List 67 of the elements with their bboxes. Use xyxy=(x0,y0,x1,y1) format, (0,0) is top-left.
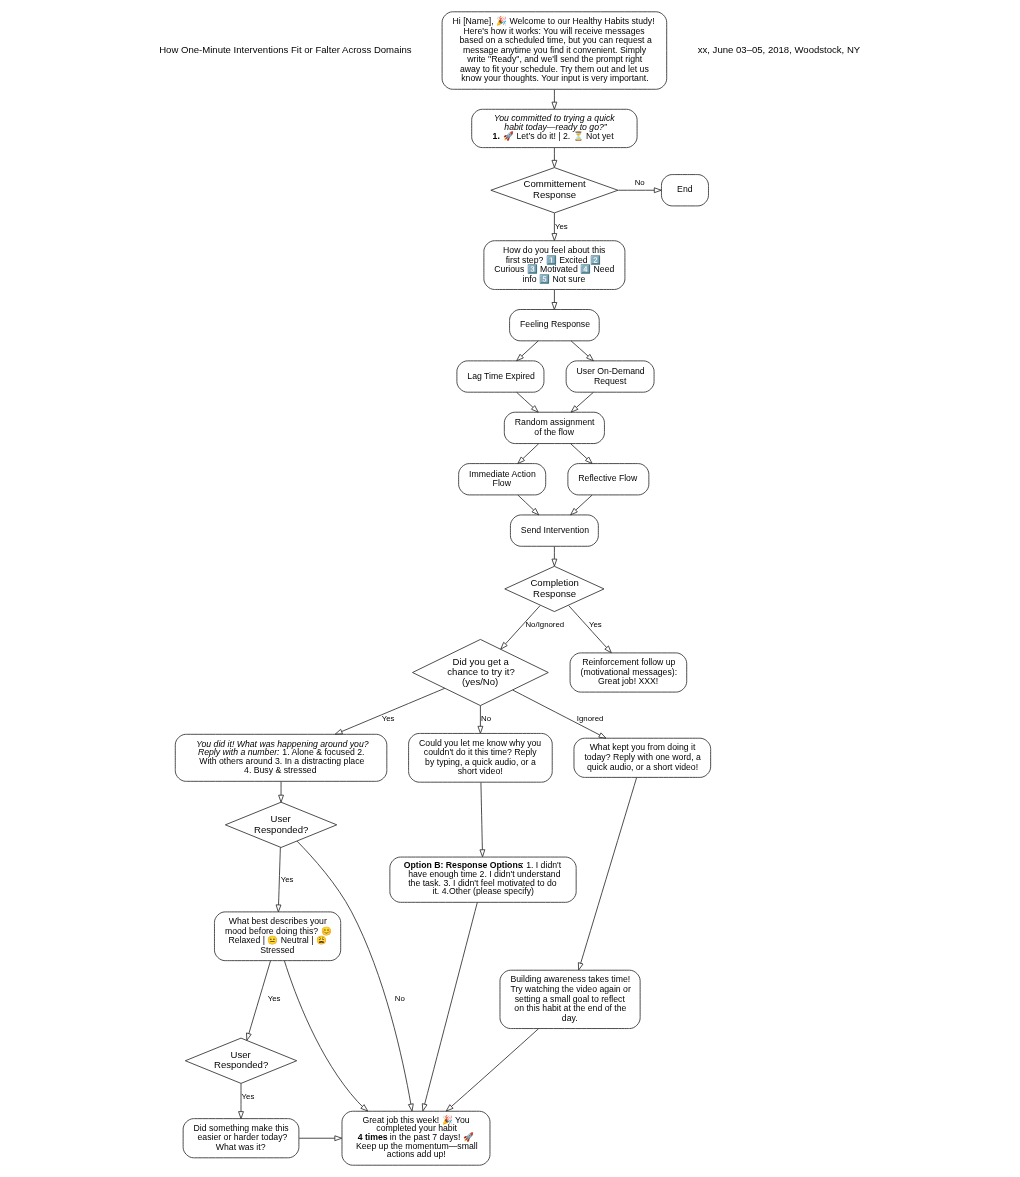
edge-label: Yes xyxy=(554,221,568,231)
arrow xyxy=(551,212,558,241)
arrow xyxy=(298,1135,343,1142)
edge-label: Yes xyxy=(280,874,294,884)
node-box: Reinforcement follow up (motivational messages): Great job! XXX! xyxy=(569,652,688,693)
node-box: Lag Time Expired xyxy=(456,360,545,393)
edge-label: Yes xyxy=(267,994,281,1004)
arrow xyxy=(421,902,478,1112)
edge-label: Yes xyxy=(588,620,602,630)
node-box: User On-Demand Request xyxy=(565,360,655,393)
node-box: End xyxy=(661,174,709,207)
node-box: You committed to trying a quick habit today—ready to go?” 1. 🚀 Let’s do it! | 2. ⏳ Not yet xyxy=(471,108,638,149)
node-box: Option B: Response Options: 1. I didn't have enough time 2. I didn't understand the task. 3. I didn't feel motivated to do it. 4.Other (please specify) xyxy=(389,856,577,903)
node-diamond: Committement Response xyxy=(490,167,619,214)
arrow xyxy=(278,781,284,803)
arrow xyxy=(275,846,282,913)
node-box: Did something make this easier or harder today? What was it? xyxy=(182,1118,300,1159)
edge-label: No xyxy=(481,714,492,724)
node-box: You did it! What was happening around you? Reply with a number: 1. Alone & focused 2. With others around 3. In a distracting place 4. Busy & stressed xyxy=(174,733,388,782)
arrow xyxy=(334,687,446,735)
arrow xyxy=(517,494,540,516)
arrow xyxy=(570,443,593,464)
node-box: Reflective Flow xyxy=(567,463,650,496)
arrow xyxy=(551,147,558,168)
arrow xyxy=(246,960,271,1041)
node-box: Immediate Action Flow xyxy=(458,463,547,496)
edge-label: No xyxy=(394,994,405,1004)
arrow xyxy=(551,545,558,567)
edge-label: Yes xyxy=(381,714,395,724)
node-diamond: User Responded? xyxy=(184,1037,298,1084)
arrow xyxy=(570,340,594,362)
label: How One-Minute Interventions Fit or Falter Across Domains xyxy=(159,43,412,55)
arrow xyxy=(516,391,539,413)
arrow xyxy=(283,960,369,1112)
arrow xyxy=(296,840,414,1112)
node-box: Random assignment of the flow xyxy=(503,411,605,444)
arrow xyxy=(500,605,541,650)
arrow xyxy=(479,781,486,858)
arrow xyxy=(570,494,593,516)
label: xx, June 03–05, 2018, Woodstock, NY xyxy=(697,43,861,55)
arrow xyxy=(517,443,540,464)
node-box: What best describes your mood before doing this? 😊 Relaxed | 😐 Neutral | 😩 Stressed xyxy=(214,911,342,962)
node-box: Could you let me know why you couldn't do it this time? Reply by typing, a quick audio, or a short video! xyxy=(408,733,553,783)
node-box: Send Intervention xyxy=(510,514,599,547)
arrow xyxy=(617,187,662,194)
node-box: What kept you from doing it today? Reply with one word, a quick audio, or a short video! xyxy=(573,737,712,778)
edge-label: No xyxy=(634,178,645,188)
node-box: Hi [Name], 🎉 Welcome to our Healthy Habits study! Here's how it works: You will receive messages based on a scheduled time, but you can request a message anytime you find it convenient. Simply write "Ready", and we'll send the prompt right away to fit your schedule. Try them out and let us know your thoughts. Your input is very important. xyxy=(441,11,668,90)
arrow xyxy=(577,777,638,971)
arrow xyxy=(477,705,484,734)
edge-label: Ignored xyxy=(576,714,604,724)
arrow xyxy=(445,1028,540,1112)
node-box: Great job this week! 🎉 You completed your habit 4 times in the past 7 days! 🚀 Keep up the momentum—small actions add up! xyxy=(341,1110,491,1166)
node-box: Feeling Response xyxy=(509,309,600,342)
arrow xyxy=(516,340,539,362)
edge-label: Yes xyxy=(241,1092,255,1102)
arrow xyxy=(551,89,558,110)
node-box: How do you feel about this first step? 1⃣ Excited 2⃣ Curious 3⃣ Motivated 4⃣ Need info 5⃣ Not sure xyxy=(483,240,626,290)
arrow xyxy=(512,689,607,739)
node-diamond: Completion Response xyxy=(504,565,605,612)
arrow xyxy=(551,289,558,310)
node-box: Building awareness takes time! Try watching the video again or setting a small goal to reflect on this habit at the end of the day. xyxy=(499,969,641,1029)
node-diamond: User Responded? xyxy=(224,801,338,848)
arrow xyxy=(570,391,594,413)
edge-label: No/Ignored xyxy=(525,620,565,630)
arrow xyxy=(568,605,612,654)
arrow xyxy=(238,1083,244,1119)
